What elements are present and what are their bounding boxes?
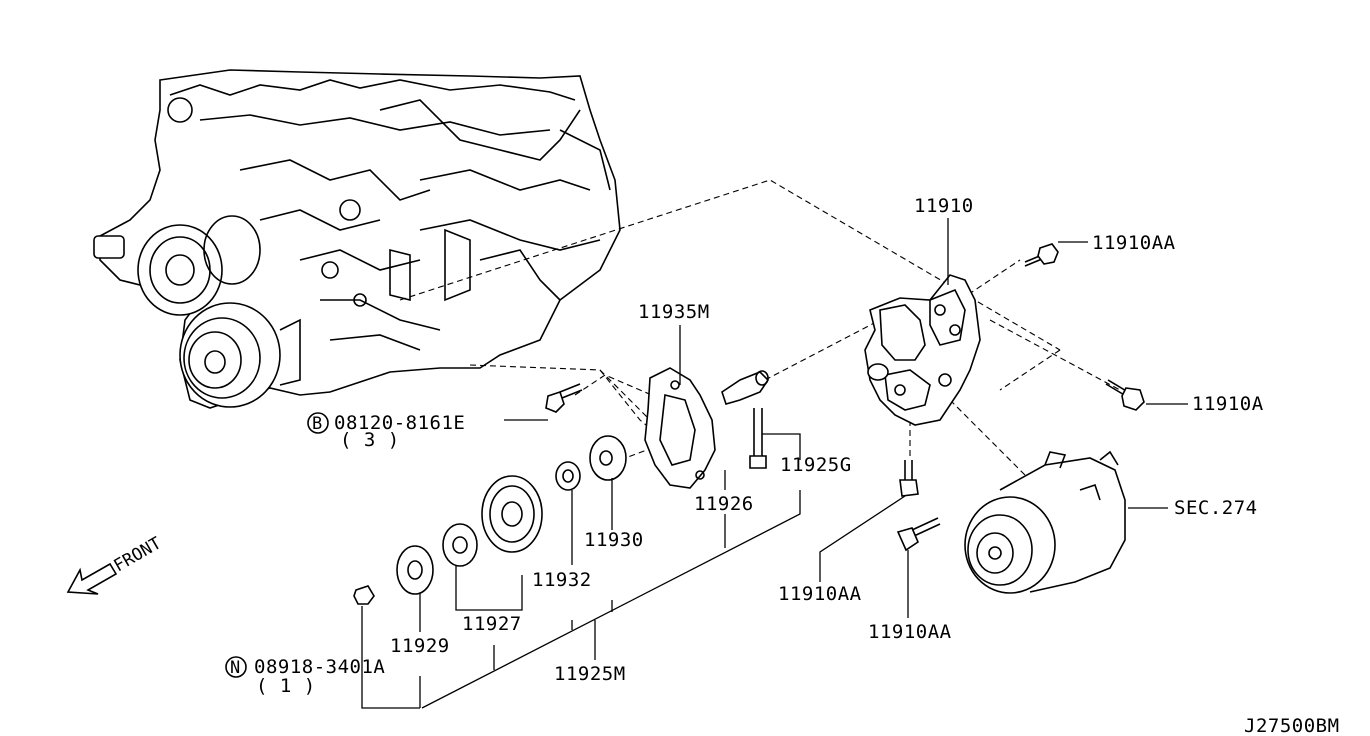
bolt-11910A (1105, 379, 1145, 411)
washer-11929 (396, 545, 434, 595)
nut-08918-3401A (353, 585, 375, 605)
bolt-11926 (721, 370, 770, 405)
n-marker-letter: N (230, 658, 240, 678)
bracket-11935M (644, 367, 716, 489)
engine-illustration (93, 69, 621, 409)
leader-lines (361, 218, 1188, 709)
b-marker-letter: B (312, 414, 322, 434)
label-11930: 11930 (584, 529, 644, 551)
washer-11930 (589, 435, 627, 481)
label-11910AA-bot: 11910AA (868, 621, 952, 643)
label-sec274: SEC.274 (1174, 497, 1258, 519)
b-circle-icon (307, 412, 329, 434)
label-11910A: 11910A (1192, 393, 1264, 415)
diagram-code: J27500BM (1244, 715, 1340, 736)
bolt-11910AA-bot (896, 517, 941, 552)
bolt-11910AA-mid (899, 460, 919, 497)
label-08120-8161E: 08120-8161E (334, 412, 465, 434)
label-11925G: 11925G (780, 454, 852, 476)
n-circle-icon (225, 656, 247, 678)
bolt-11910AA-top (1024, 243, 1059, 267)
label-11910AA-top: 11910AA (1092, 232, 1176, 254)
label-bolt-qty-3: ( 3 ) (340, 429, 400, 451)
bolt-08120-8161E (545, 383, 583, 413)
label-11929: 11929 (390, 635, 450, 657)
idler-pulley-11927 (442, 475, 543, 567)
compressor-bracket-11910 (864, 274, 981, 426)
label-nut-qty-1: ( 1 ) (256, 675, 316, 697)
label-11926: 11926 (694, 493, 754, 515)
label-11925M: 11925M (554, 663, 626, 685)
label-11910: 11910 (914, 195, 974, 217)
front-arrow-icon (66, 562, 118, 595)
label-front: FRONT (111, 533, 165, 576)
label-11910AA-mid: 11910AA (778, 583, 862, 605)
label-11927: 11927 (462, 613, 522, 635)
ac-compressor (964, 450, 1126, 594)
bolt-11925G (749, 408, 767, 469)
spacer-11932 (555, 461, 581, 491)
label-11935M: 11935M (638, 301, 710, 323)
label-08918-3401A: 08918-3401A (254, 656, 385, 678)
label-11932: 11932 (532, 569, 592, 591)
